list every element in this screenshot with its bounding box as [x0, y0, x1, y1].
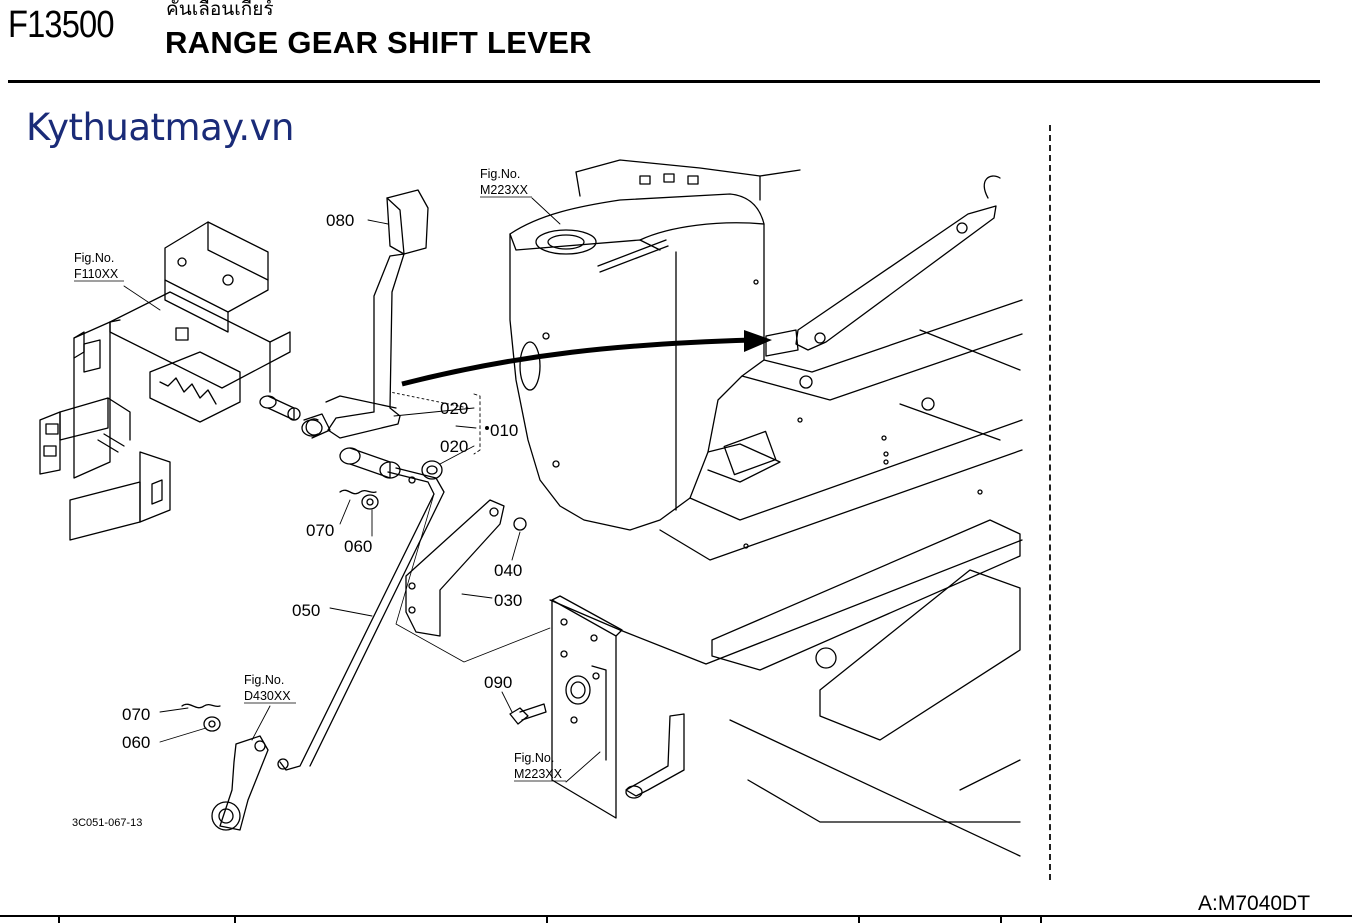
footer-rule: [0, 915, 1352, 917]
console-housing: [509, 159, 801, 531]
callout-030: 030: [494, 591, 522, 610]
callout-060-upper: 060: [344, 537, 372, 556]
shift-lever: [301, 189, 429, 439]
part-code: F13500: [8, 4, 115, 46]
callout-040: 040: [494, 561, 522, 580]
fig-ref-m223-top-line1: Fig.No.: [480, 167, 520, 181]
leader-lines: [123, 197, 601, 783]
fig-ref-m223-top-line2: M223XX: [480, 183, 529, 197]
lower-bell-crank: [211, 735, 269, 831]
floor-rod: [625, 713, 685, 799]
model-code: A:M7040DT: [1198, 892, 1311, 915]
bushings: [339, 447, 443, 480]
bolt: [509, 675, 591, 725]
callout-020-lower: 020: [440, 437, 468, 456]
callout-070-upper: 070: [306, 521, 334, 540]
footer-tick: [234, 915, 236, 923]
side-mounting-plate: [551, 595, 623, 819]
callout-010: 010: [490, 421, 518, 440]
page-title: RANGE GEAR SHIFT LEVER: [165, 25, 592, 60]
upper-link-arm: [765, 175, 1001, 357]
callout-070-lower: 070: [122, 705, 150, 724]
footer-tick: [546, 915, 548, 923]
shift-rod: [277, 467, 445, 771]
frame-plate: [549, 299, 1023, 857]
fig-ref-f110-line1: Fig.No.: [74, 251, 114, 265]
fig-ref-m223-bottom-line2: M223XX: [514, 767, 563, 781]
callout-020-upper: 020: [440, 399, 468, 418]
footer-tick: [858, 915, 860, 923]
pins-and-washers: [181, 489, 379, 732]
dashed-separator: [1049, 125, 1051, 880]
shift-arm: [405, 499, 527, 637]
footer-tick: [1040, 915, 1042, 923]
callout-060-lower: 060: [122, 733, 150, 752]
watermark: Kythuatmay.vn: [26, 106, 295, 149]
thai-title: คันเลื่อนเกียร์: [166, 0, 274, 20]
left-bracket-assembly: [39, 221, 291, 541]
footer-tick: [1000, 915, 1002, 923]
fig-ref-d430-line2: D430XX: [244, 689, 291, 703]
fig-ref-d430-line1: Fig.No.: [244, 673, 284, 687]
footer-tick: [58, 915, 60, 923]
callout-050: 050: [292, 601, 320, 620]
fig-ref-m223-bottom-line1: Fig.No.: [514, 751, 554, 765]
pivot-pin: [259, 395, 301, 421]
drawing-code: 3C051-067-13: [72, 817, 142, 829]
callout-090: 090: [484, 673, 512, 692]
callout-080: 080: [326, 211, 354, 230]
fig-ref-f110-line2: F110XX: [74, 267, 119, 281]
header-rule: [8, 80, 1320, 83]
